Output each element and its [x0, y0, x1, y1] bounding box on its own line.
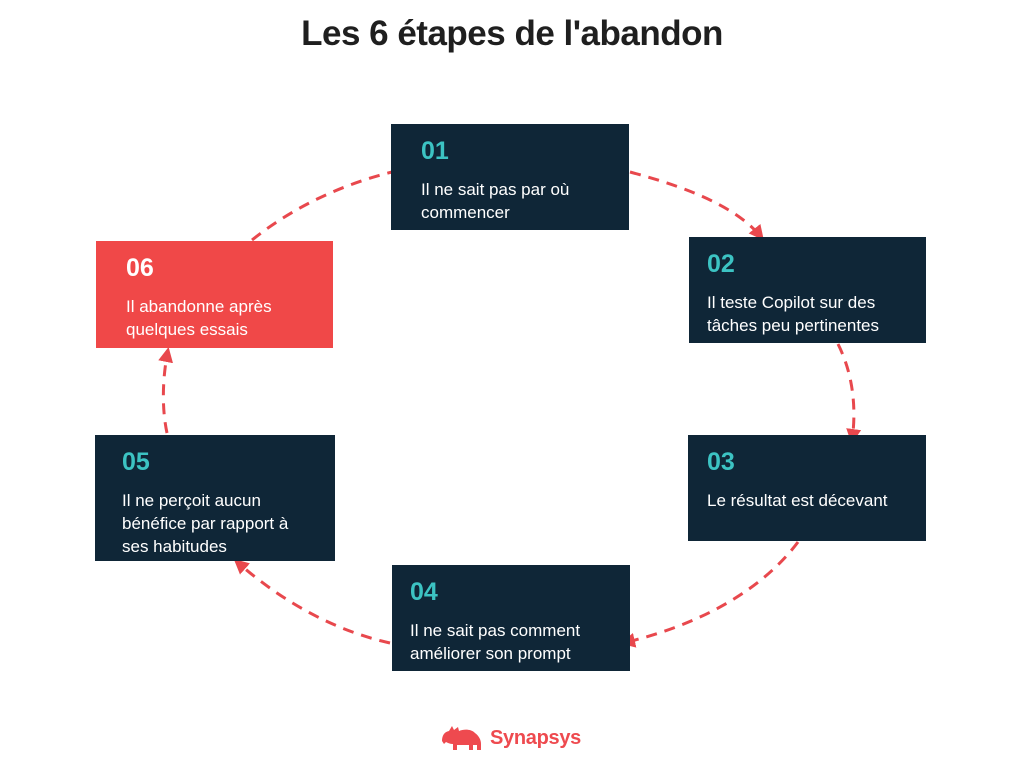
- step-card-01: 01 Il ne sait pas par où commencer: [391, 124, 629, 230]
- step-description: Il ne sait pas comment améliorer son pro…: [410, 621, 581, 663]
- step-card-04: 04 Il ne sait pas comment améliorer son …: [392, 565, 630, 671]
- step-number: 01: [421, 137, 449, 165]
- step-card-05: 05 Il ne perçoit aucun bénéfice par rapp…: [95, 435, 335, 561]
- diagram-title: Les 6 étapes de l'abandon: [301, 14, 723, 53]
- step-description: Il abandonne après quelques essais: [126, 297, 272, 339]
- arrow-05-to-06: [158, 347, 174, 434]
- arrow-01-to-02: [629, 170, 764, 241]
- rhino-icon: [442, 726, 481, 750]
- step-card-03: 03 Le résultat est décevant: [688, 435, 926, 541]
- step-description: Il teste Copilot sur des tâches peu pert…: [707, 293, 880, 335]
- step-number: 04: [410, 578, 438, 606]
- brand-name: Synapsys: [490, 726, 581, 749]
- step-number: 02: [707, 250, 735, 278]
- step-number: 05: [122, 448, 150, 476]
- arrow-02-to-03: [836, 343, 862, 444]
- step-card-06: 06 Il abandonne après quelques essais: [96, 241, 333, 348]
- step-description: Il ne perçoit aucun bénéfice par rapport…: [122, 491, 289, 556]
- step-description: Il ne sait pas par où commencer: [421, 180, 570, 222]
- step-number: 03: [707, 448, 735, 476]
- arrow-03-to-04: [620, 541, 800, 648]
- arrow-04-to-05: [233, 559, 391, 645]
- step-description: Le résultat est décevant: [707, 491, 888, 510]
- step-card-02: 02 Il teste Copilot sur des tâches peu p…: [689, 237, 926, 343]
- brand-logo: Synapsys: [440, 722, 581, 754]
- arrow-06-to-01: [251, 170, 393, 242]
- step-number: 06: [126, 254, 154, 282]
